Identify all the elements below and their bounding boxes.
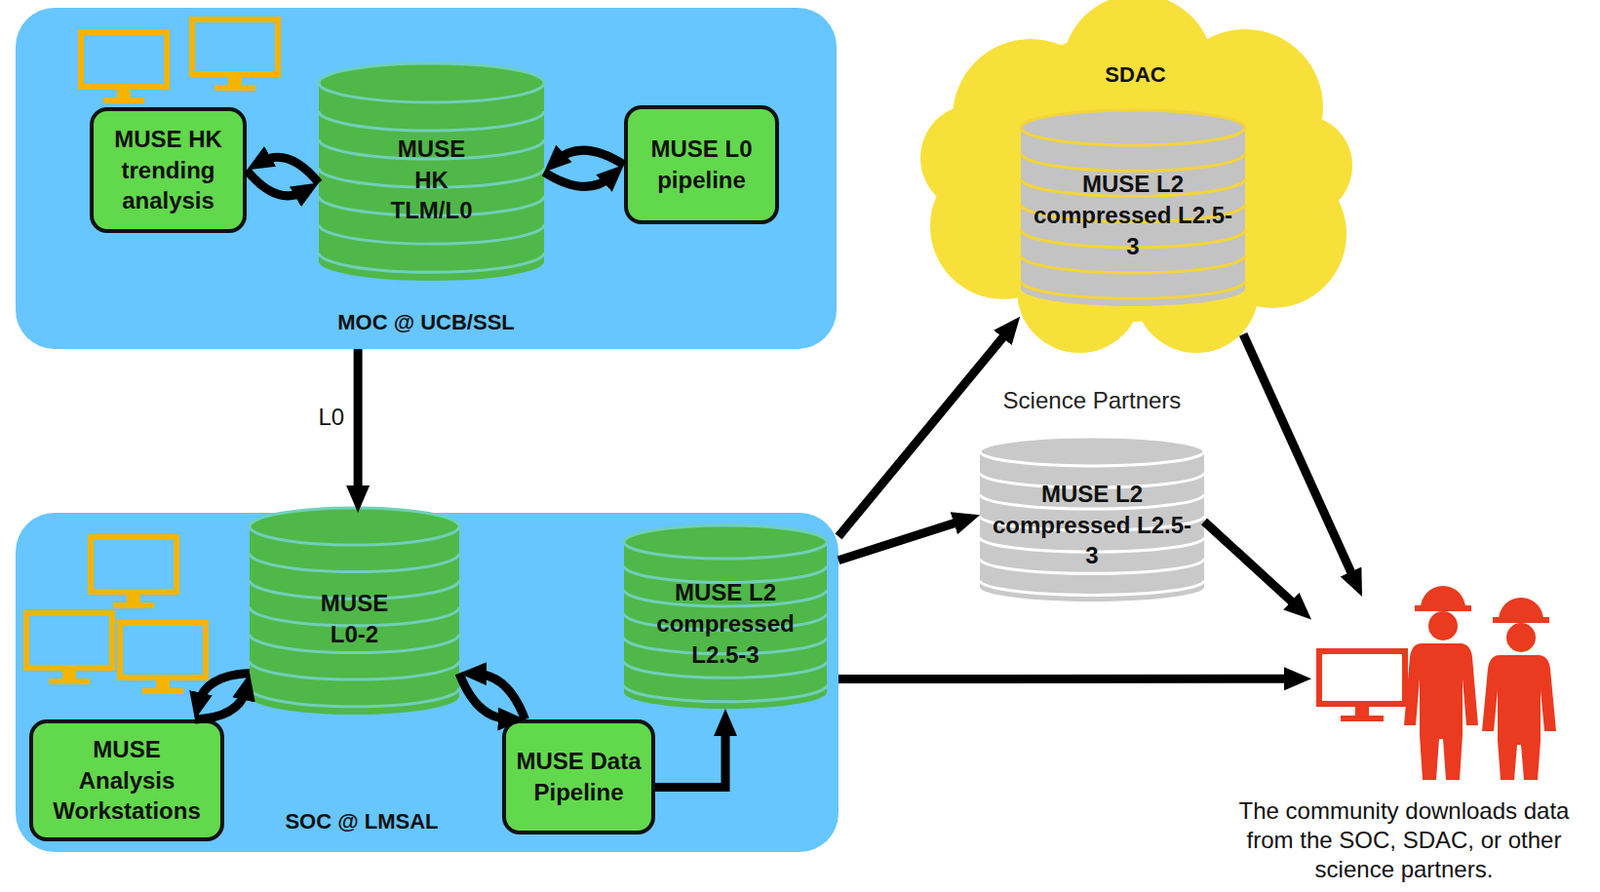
flow-arrow — [1243, 334, 1356, 584]
database-label: MUSE L2 compressed L2.5-3 — [989, 478, 1195, 573]
person-figure — [1404, 585, 1479, 781]
connector — [1204, 521, 1300, 610]
panel-label: SDAC — [913, 60, 1358, 89]
flow-arrow — [655, 724, 726, 788]
cycle-arrow — [197, 673, 250, 705]
cycle-arrow — [459, 673, 510, 720]
cylinder-stripe — [249, 553, 460, 573]
cylinder-stripe — [624, 685, 827, 703]
archive-cloud: SDAC MUSE L2 compressed L2.5-3 — [913, 0, 1358, 352]
flow-arrow — [838, 674, 1296, 684]
database-cylinder: Science PartnersMUSE L2 compressed L2.5-… — [979, 385, 1205, 602]
cycle-arrow — [555, 150, 625, 165]
database-label: MUSE L2 compressed L2.5-3 — [629, 577, 821, 671]
cycle-arrow — [260, 156, 319, 183]
connector — [838, 519, 966, 561]
cylinder-body — [1020, 127, 1246, 307]
circle-part — [1506, 623, 1536, 653]
database-label: MUSE L2 compressed L2.5-3 — [1030, 168, 1236, 263]
person-figure — [1482, 597, 1557, 781]
process-box: MUSE HK trending analysis — [89, 107, 247, 234]
monitor-icon — [26, 613, 113, 685]
partner-heading: Science Partners — [950, 385, 1234, 417]
cylinder-stripe — [1020, 153, 1246, 171]
cylinder-body — [318, 82, 545, 281]
cylinder-top — [979, 436, 1205, 467]
edge-label: L0 — [317, 401, 345, 433]
process-box: MUSE Data Pipeline — [502, 719, 656, 835]
flow-arrow — [838, 328, 1011, 537]
cloud-lobe — [1250, 115, 1353, 217]
database-cylinder: MUSE L2 compressed L2.5-3 — [624, 525, 827, 709]
box-label: MUSE Data Pipeline — [515, 745, 642, 809]
database-cylinder: MUSE L0-2 — [249, 507, 460, 715]
rect-part — [1414, 605, 1472, 612]
process-box: MUSE L0 pipeline — [624, 105, 780, 225]
monitor-icon — [90, 537, 177, 609]
path-part — [1482, 655, 1557, 781]
database-label: MUSE L0-2 — [311, 587, 399, 651]
connector — [544, 150, 625, 187]
connector — [838, 328, 1011, 537]
connector — [459, 673, 526, 720]
rect-part — [1319, 651, 1405, 704]
cylinder-body — [979, 451, 1205, 602]
path-part — [1498, 597, 1544, 621]
rect-part — [1340, 715, 1384, 722]
database-cylinder: MUSE HK TLM/L0 — [318, 63, 545, 281]
center-panel: SOC @ LMSAL MUSE L0-2 MUSE L2 compressed L… — [15, 512, 839, 853]
cycle-arrow — [474, 673, 526, 720]
cloud-lobe — [920, 104, 1028, 212]
rect-part — [1355, 706, 1369, 717]
flow-arrow — [1204, 521, 1300, 610]
cylinder-stripe — [979, 580, 1205, 595]
flow-arrow — [838, 519, 966, 561]
panel-label: SOC @ LMSAL — [259, 807, 465, 836]
database-cylinder: MUSE L2 compressed L2.5-3 — [1020, 110, 1246, 307]
connector — [1243, 334, 1356, 584]
box-label: MUSE HK trending analysis — [103, 123, 234, 218]
connector — [838, 678, 1296, 680]
connector — [357, 349, 359, 498]
panel-label: MOC @ UCB/SSL — [15, 308, 837, 337]
cylinder-stripe — [318, 224, 545, 244]
cylinder-stripe — [318, 111, 545, 131]
connector — [655, 724, 726, 788]
cylinder-body — [249, 526, 460, 715]
cylinder-stripe — [249, 661, 460, 680]
cylinder-top — [318, 63, 545, 103]
monitor-icon — [119, 623, 206, 695]
monitor-icon — [80, 32, 167, 104]
circle-part — [1428, 611, 1458, 641]
box-label: MUSE L0 pipeline — [637, 133, 766, 196]
community-node: The community downloads data from the SO… — [1311, 596, 1565, 788]
monitor-icon — [192, 19, 278, 91]
cylinder-stripe — [1020, 280, 1246, 299]
cycle-arrow — [195, 688, 247, 720]
cycle-arrow — [246, 170, 306, 196]
database-label: MUSE HK TLM/L0 — [383, 133, 481, 228]
path-part — [1404, 643, 1479, 781]
rect-part — [1492, 617, 1550, 624]
connector — [195, 673, 250, 720]
cylinder-top — [249, 507, 460, 546]
center-panel: MOC @ UCB/SSL MUSE HK trending analysis MU… — [15, 7, 837, 350]
cylinder-top — [624, 525, 827, 559]
cylinder-top — [1020, 110, 1246, 146]
caption-text: The community downloads data from the SO… — [1218, 796, 1590, 885]
connector — [246, 156, 319, 196]
cylinder-stripe — [318, 252, 545, 273]
cycle-arrow — [544, 172, 613, 188]
flow-arrow — [353, 349, 363, 498]
path-part — [1420, 585, 1466, 609]
cylinder-stripe — [249, 688, 460, 707]
process-box: MUSE Analysis Workstations — [29, 719, 225, 842]
community-monitor — [1319, 651, 1405, 722]
box-label: MUSE Analysis Workstations — [42, 734, 211, 828]
cylinder-body — [624, 542, 827, 709]
